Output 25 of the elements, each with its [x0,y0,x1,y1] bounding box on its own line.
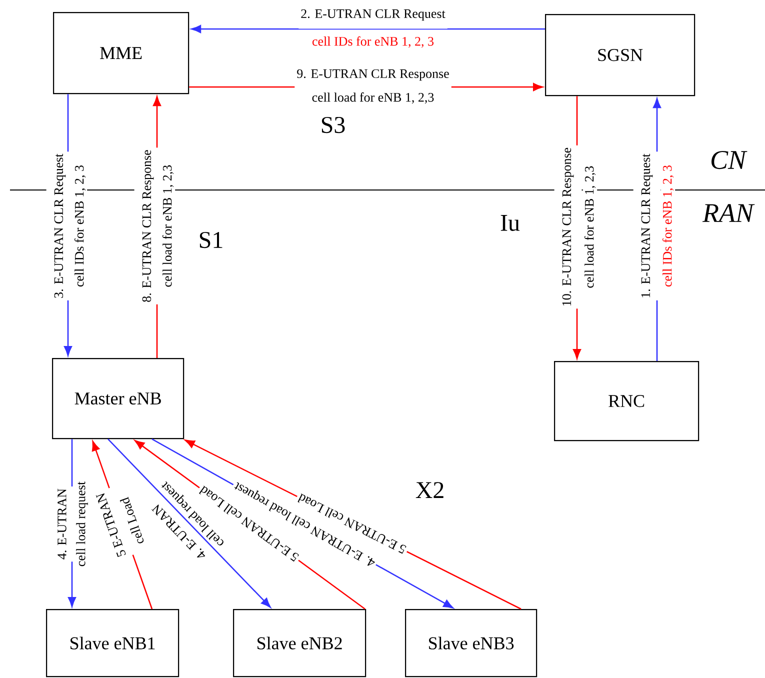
network-box: Slave eNB1 [46,609,180,678]
network-box: Slave eNB2 [233,609,366,678]
interface-label: S1 [200,232,222,248]
domain-label: CN [712,150,748,170]
interface-label: X2 [416,482,444,498]
network-box: MME [53,12,190,94]
message-text: cell load for eNB 1, 2,3 [310,90,436,106]
network-box: RNC [554,361,700,442]
message-text: cell load for eNB 1, 2,3 [582,164,598,290]
message-text: cell load for eNB 1, 2,3 [160,163,176,289]
interface-label: Iu [500,215,520,231]
edge-label: 9. E-UTRAN CLR Response [294,61,452,89]
network-box: Slave eNB3 [405,609,538,678]
edge-label: 4. E-UTRAN [50,486,74,562]
edge-label: 2. E-UTRAN CLR Request [298,1,448,29]
network-box: SGSN [545,14,696,96]
message-text: cell IDs for eNB 1, 2, 3 [660,164,676,289]
message-text: cell IDs for eNB 1, 2, 3 [310,34,436,50]
domain-label: RAN [702,204,755,222]
arrow [191,24,545,34]
arrow [108,438,271,608]
interface-label: S3 [322,116,345,134]
network-box: Master eNB [52,358,184,440]
message-text: cell load request [74,480,90,568]
message-text: cell IDs for eNB 1, 2, 3 [72,164,88,289]
